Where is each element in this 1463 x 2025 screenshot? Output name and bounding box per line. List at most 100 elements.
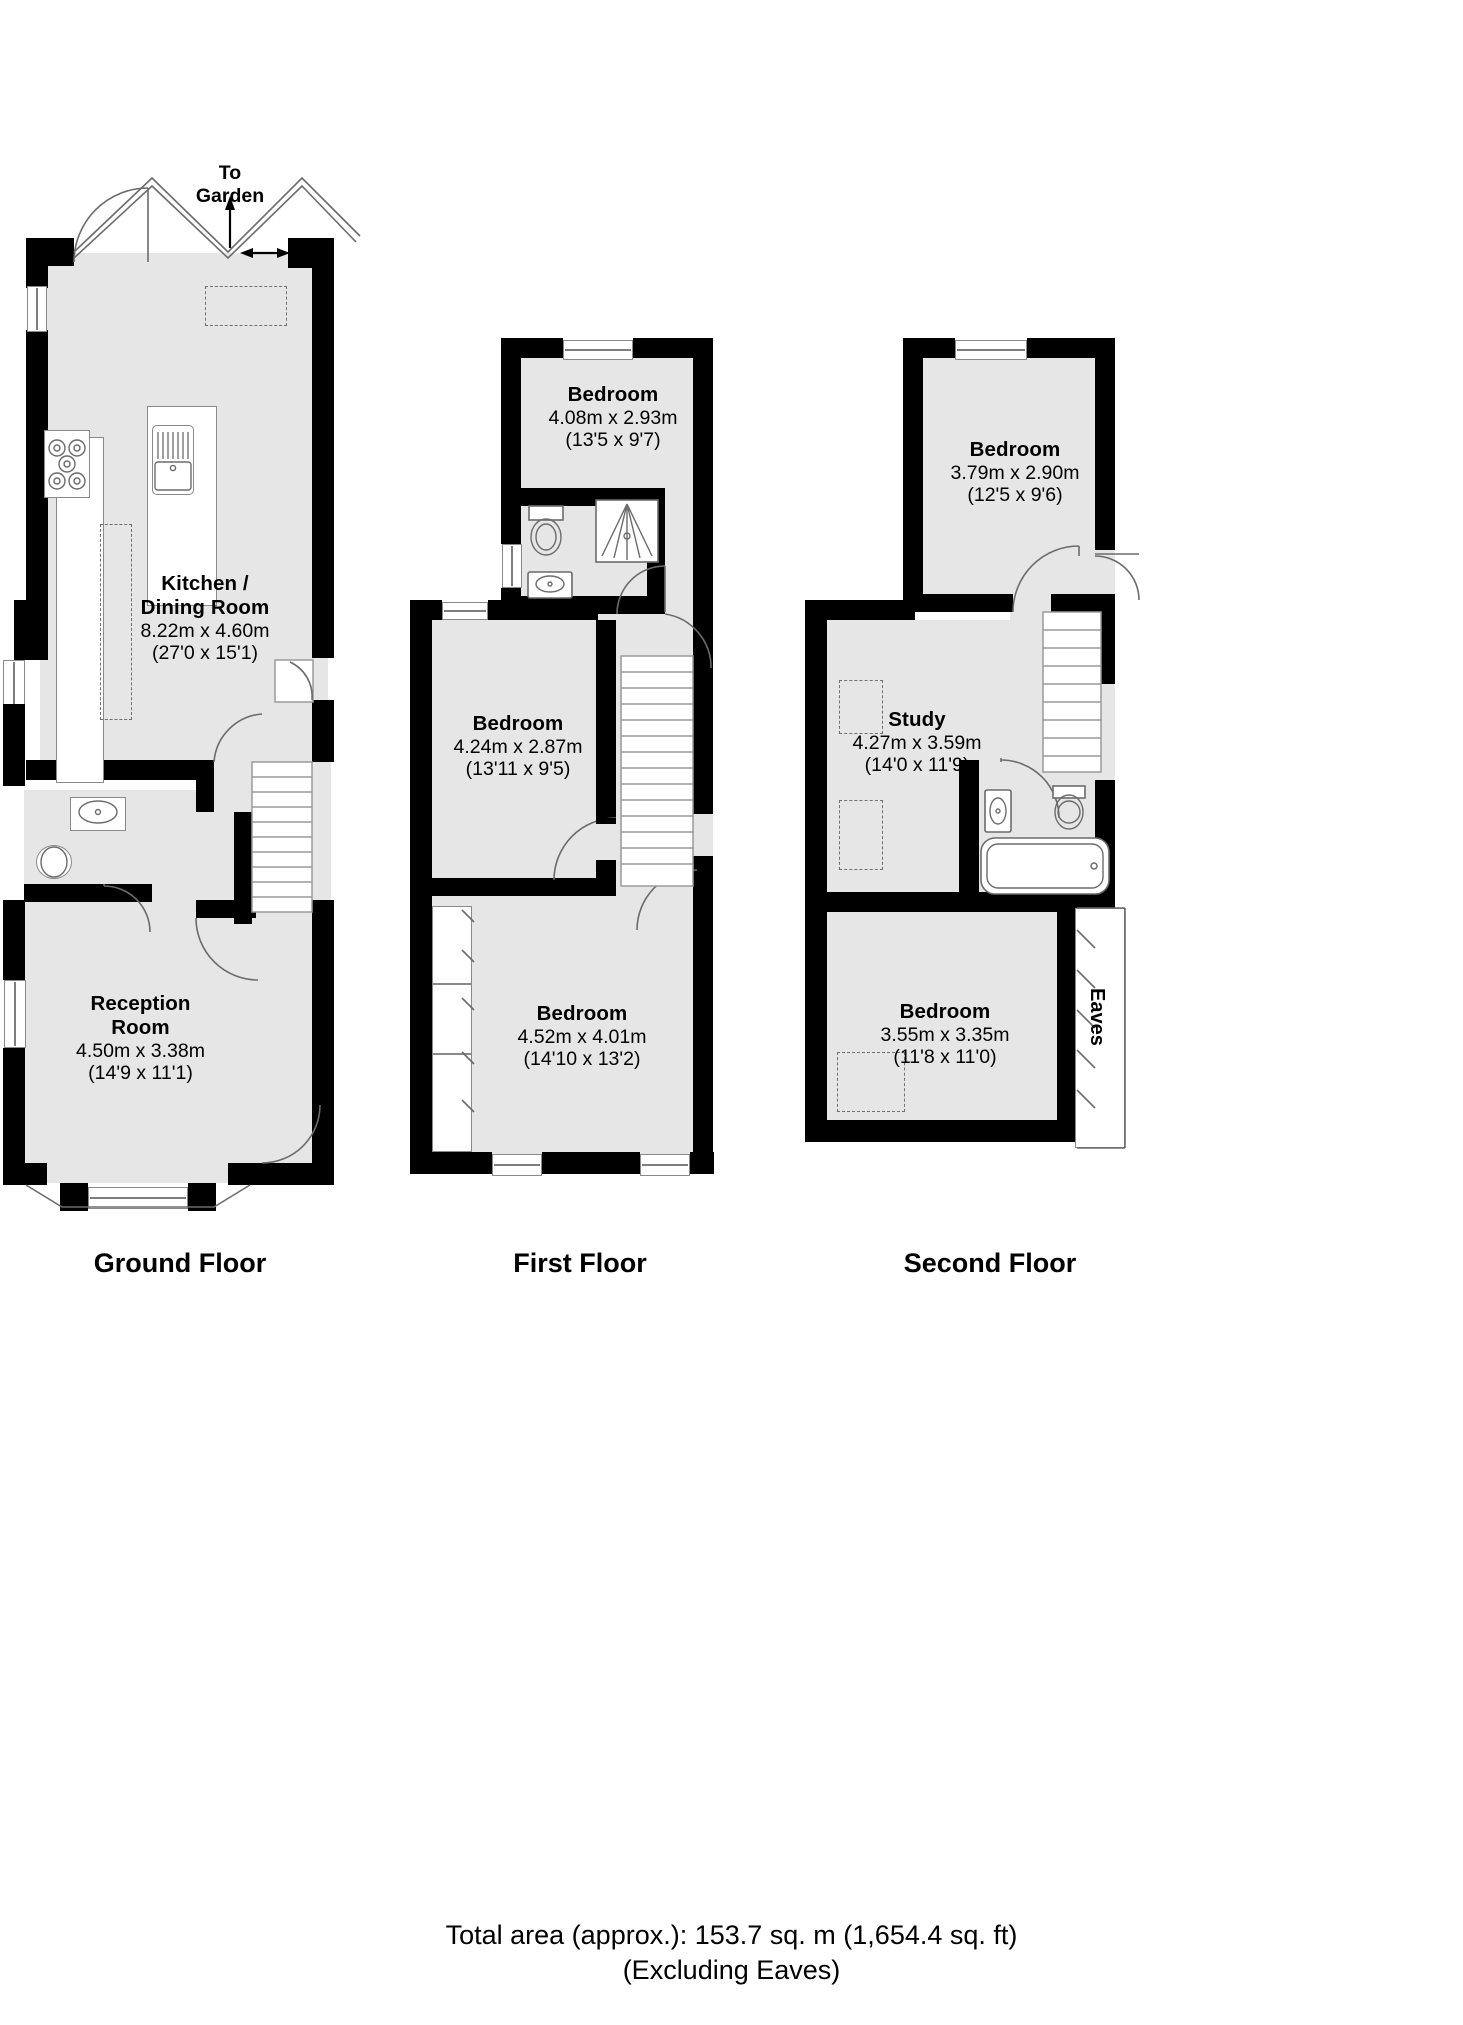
wall-b1-top-left (501, 338, 563, 358)
window-bedroom3-right-line (642, 1164, 688, 1166)
room-label-s-bedroom-2: Bedroom 3.55m x 3.35m (11'8 x 11'0) (845, 1000, 1045, 1069)
window-bedroom2-left-line (444, 610, 486, 612)
wall-bay-left-corner (3, 1163, 47, 1185)
wall-bay-right-corner (228, 1163, 270, 1185)
bedroom1-fill (513, 355, 713, 500)
study-storage-a (839, 680, 883, 734)
wall-b2-bottom (410, 878, 600, 896)
wall-bath-left-top (501, 506, 521, 544)
bedroom2-metric: 4.24m x 2.87m (453, 735, 583, 758)
sink-icon (152, 425, 194, 495)
wall-landing-right (693, 614, 713, 814)
bedroom2-imperial: (13'11 x 9'5) (465, 758, 571, 781)
bedroom1-name: Bedroom (567, 383, 659, 406)
wall-s-b2-left (805, 910, 827, 1142)
first-floor-plan: Bedroom 4.08m x 2.93m (13'5 x 9'7) Bedro… (400, 0, 760, 1300)
wall-s-b1-top-right (1027, 338, 1115, 358)
kitchen-wall-units-left (100, 524, 132, 720)
study-name: Study (888, 708, 946, 731)
s-bedroom1-metric: 3.79m x 2.90m (950, 461, 1080, 484)
total-area-line2: (Excluding Eaves) (622, 1955, 841, 1986)
window-left-kitchen-lower-line (13, 662, 15, 704)
floor-title-first: First Floor (513, 1248, 647, 1278)
wall-rear-left (26, 238, 74, 266)
wall-left-reception-a (3, 900, 25, 980)
wall-left-mid (14, 600, 48, 660)
window-reception-left-line (14, 982, 16, 1046)
bedroom3-metric: 4.52m x 4.01m (517, 1025, 647, 1048)
wall-b1-top-right (633, 338, 713, 358)
bedroom2-name: Bedroom (472, 712, 564, 735)
room-label-kitchen-dining: Kitchen / Dining Room 8.22m x 4.60m (27'… (80, 572, 330, 665)
s-bedroom2-name: Bedroom (899, 1000, 991, 1023)
wall-s-b1-right (1095, 358, 1115, 550)
wall-front-right (270, 1163, 334, 1185)
wall-reception-top (196, 900, 256, 918)
kitchen-name-line2: Dining Room (140, 595, 270, 619)
wall-b3-bottom-c (690, 1152, 714, 1174)
wall-b2-right (596, 620, 616, 818)
window-bedroom3-left-line (494, 1164, 540, 1166)
wall-study-top (805, 600, 915, 620)
wall-rear-right (288, 238, 334, 268)
bedroom1-metric: 4.08m x 2.93m (548, 406, 678, 429)
total-area-line1: Total area (approx.): 153.7 sq. m (1,654… (445, 1920, 1018, 1950)
wardrobe-b3-b (432, 984, 472, 1054)
s-bedroom2-metric: 3.55m x 3.35m (880, 1023, 1010, 1046)
room-label-bedroom-1: Bedroom 4.08m x 2.93m (13'5 x 9'7) (513, 383, 713, 452)
wall-bath-right (647, 488, 665, 612)
wall-b3-right (693, 930, 713, 1158)
to-garden-line2: Garden (195, 185, 265, 207)
reception-name-line1: Reception (90, 992, 191, 1015)
wall-left-upper-a (26, 266, 48, 288)
window-bedroom1-rear-line (565, 349, 631, 351)
reception-metric: 4.50m x 3.38m (76, 1039, 205, 1062)
kitchen-name-line1: Kitchen / (161, 572, 249, 595)
wall-wc-bottom (24, 884, 152, 902)
wall-s-b2-bottom (805, 1120, 1065, 1142)
s-landing-storage (1059, 614, 1099, 666)
s-bedroom1-name: Bedroom (969, 438, 1061, 461)
wall-b1-bottom (501, 488, 661, 506)
wall-study-left (805, 620, 827, 910)
to-garden-line1: To (218, 162, 242, 184)
second-floor-plan: Eaves Bedroom 3.79m x 2.90m (12'5 x 9'6)… (795, 0, 1165, 1300)
to-garden-annotation: To Garden (180, 162, 280, 208)
wall-b1-right (693, 358, 713, 500)
wall-b2-top-left (410, 600, 442, 620)
window-s-bedroom1-line (957, 349, 1025, 351)
bedroom3-imperial: (14'10 x 13'2) (523, 1048, 641, 1071)
toilet-icon-ground (36, 845, 72, 879)
wall-left-upper-b (26, 330, 48, 600)
wall-right-kitchen-lower (312, 700, 334, 762)
wall-right-hall (312, 900, 334, 1140)
wall-b3-left (410, 896, 432, 1158)
wall-b2-right-lower (596, 860, 616, 896)
kitchen-metric: 8.22m x 4.60m (140, 619, 270, 642)
room-label-s-bedroom-1: Bedroom 3.79m x 2.90m (12'5 x 9'6) (915, 438, 1115, 507)
wall-s-bath-bottom (979, 892, 1115, 912)
s-bedroom2-fill (820, 910, 1075, 1140)
bedroom1-imperial: (13'5 x 9'7) (565, 429, 661, 452)
kitchen-imperial: (27'0 x 15'1) (151, 642, 259, 665)
s-bedroom1-imperial: (12'5 x 9'6) (967, 484, 1063, 507)
eaves-annotation: Eaves (1086, 988, 1108, 1046)
wall-b3-bottom-b (542, 1152, 640, 1174)
wall-b2-left (410, 620, 432, 895)
window-bay-front-line (90, 1197, 186, 1199)
wall-left-reception-b (3, 1048, 25, 1163)
wall-right-kitchen (312, 266, 334, 658)
basin-icon-ground (70, 797, 126, 831)
reception-imperial: (14'9 x 11'1) (88, 1062, 193, 1085)
wall-b2-top-right (488, 600, 598, 620)
window-left-kitchen-upper-line (36, 288, 38, 330)
wall-b3-bottom-a (410, 1152, 492, 1174)
study-imperial: (14'0 x 11'9) (864, 754, 970, 777)
s-b2-storage (837, 1052, 905, 1112)
wall-study-right (959, 760, 979, 912)
wall-s-b1-top-left (903, 338, 955, 358)
kitchen-wall-units-top (205, 286, 287, 326)
room-label-study: Study 4.27m x 3.59m (14'0 x 11'9) (817, 708, 1017, 777)
wall-bay-mid-left (60, 1183, 88, 1211)
bedroom3-name: Bedroom (536, 1002, 628, 1025)
